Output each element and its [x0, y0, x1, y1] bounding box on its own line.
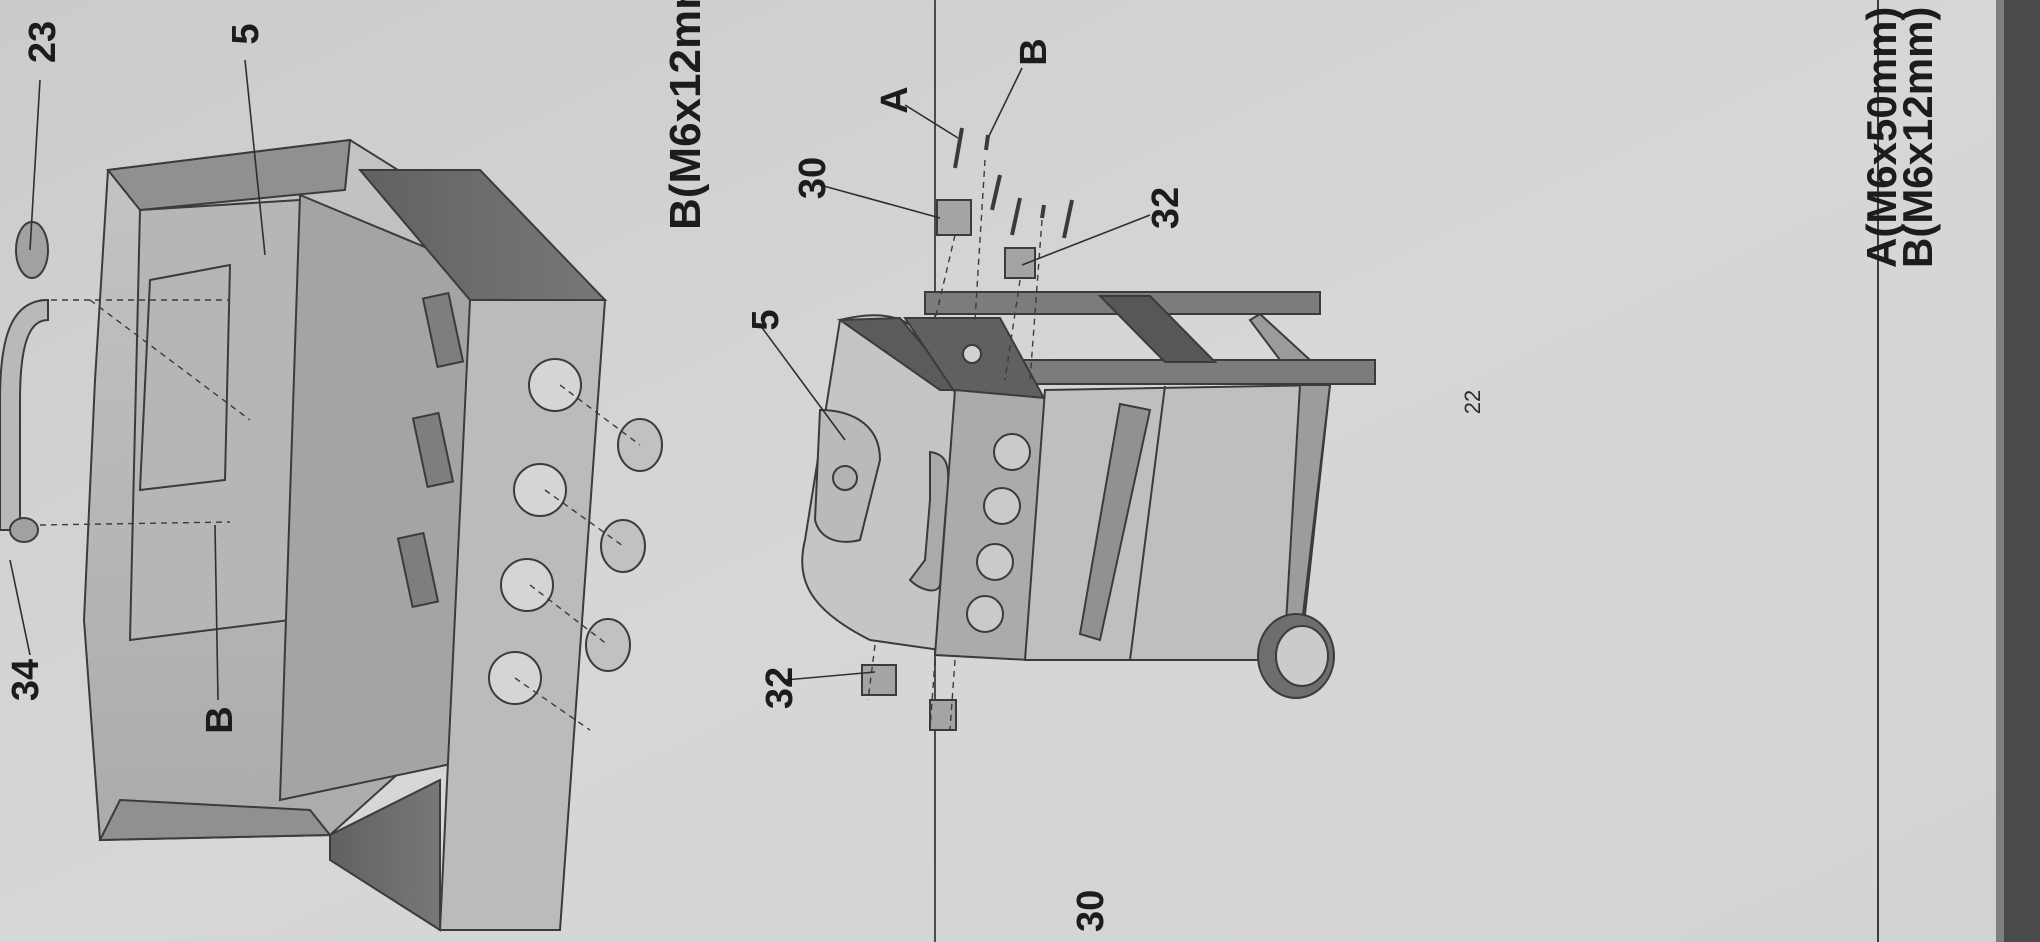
upper-panel-illustration	[0, 138, 663, 932]
hardware-caption-b: B(M6x12mm)	[1894, 7, 1941, 268]
callout-a: A	[874, 86, 916, 113]
callout-30: 30	[792, 157, 834, 199]
callout-5: 5	[225, 23, 267, 44]
callout-b: B	[1013, 38, 1055, 65]
callout-5: 5	[745, 309, 787, 330]
callout-23: 23	[22, 21, 64, 63]
hardware-caption: B(M6x12mm)	[661, 0, 710, 230]
page-number: 22	[1460, 390, 1485, 414]
callout-32: 32	[1145, 187, 1187, 229]
upper-panel-leader-lines	[9, 59, 266, 701]
callout-34: 34	[5, 659, 47, 701]
callout-30-partial: 30	[1070, 890, 1112, 932]
page-edge	[2002, 0, 2040, 942]
lower-panel-illustration	[801, 127, 1376, 731]
upper-panel-dashed-guides	[39, 299, 641, 731]
lower-panel-leader-lines	[759, 67, 1151, 681]
callout-b: B	[199, 706, 241, 733]
callout-32: 32	[759, 667, 801, 709]
hardware-caption-a: A(M6x50mm)	[1858, 7, 1905, 268]
